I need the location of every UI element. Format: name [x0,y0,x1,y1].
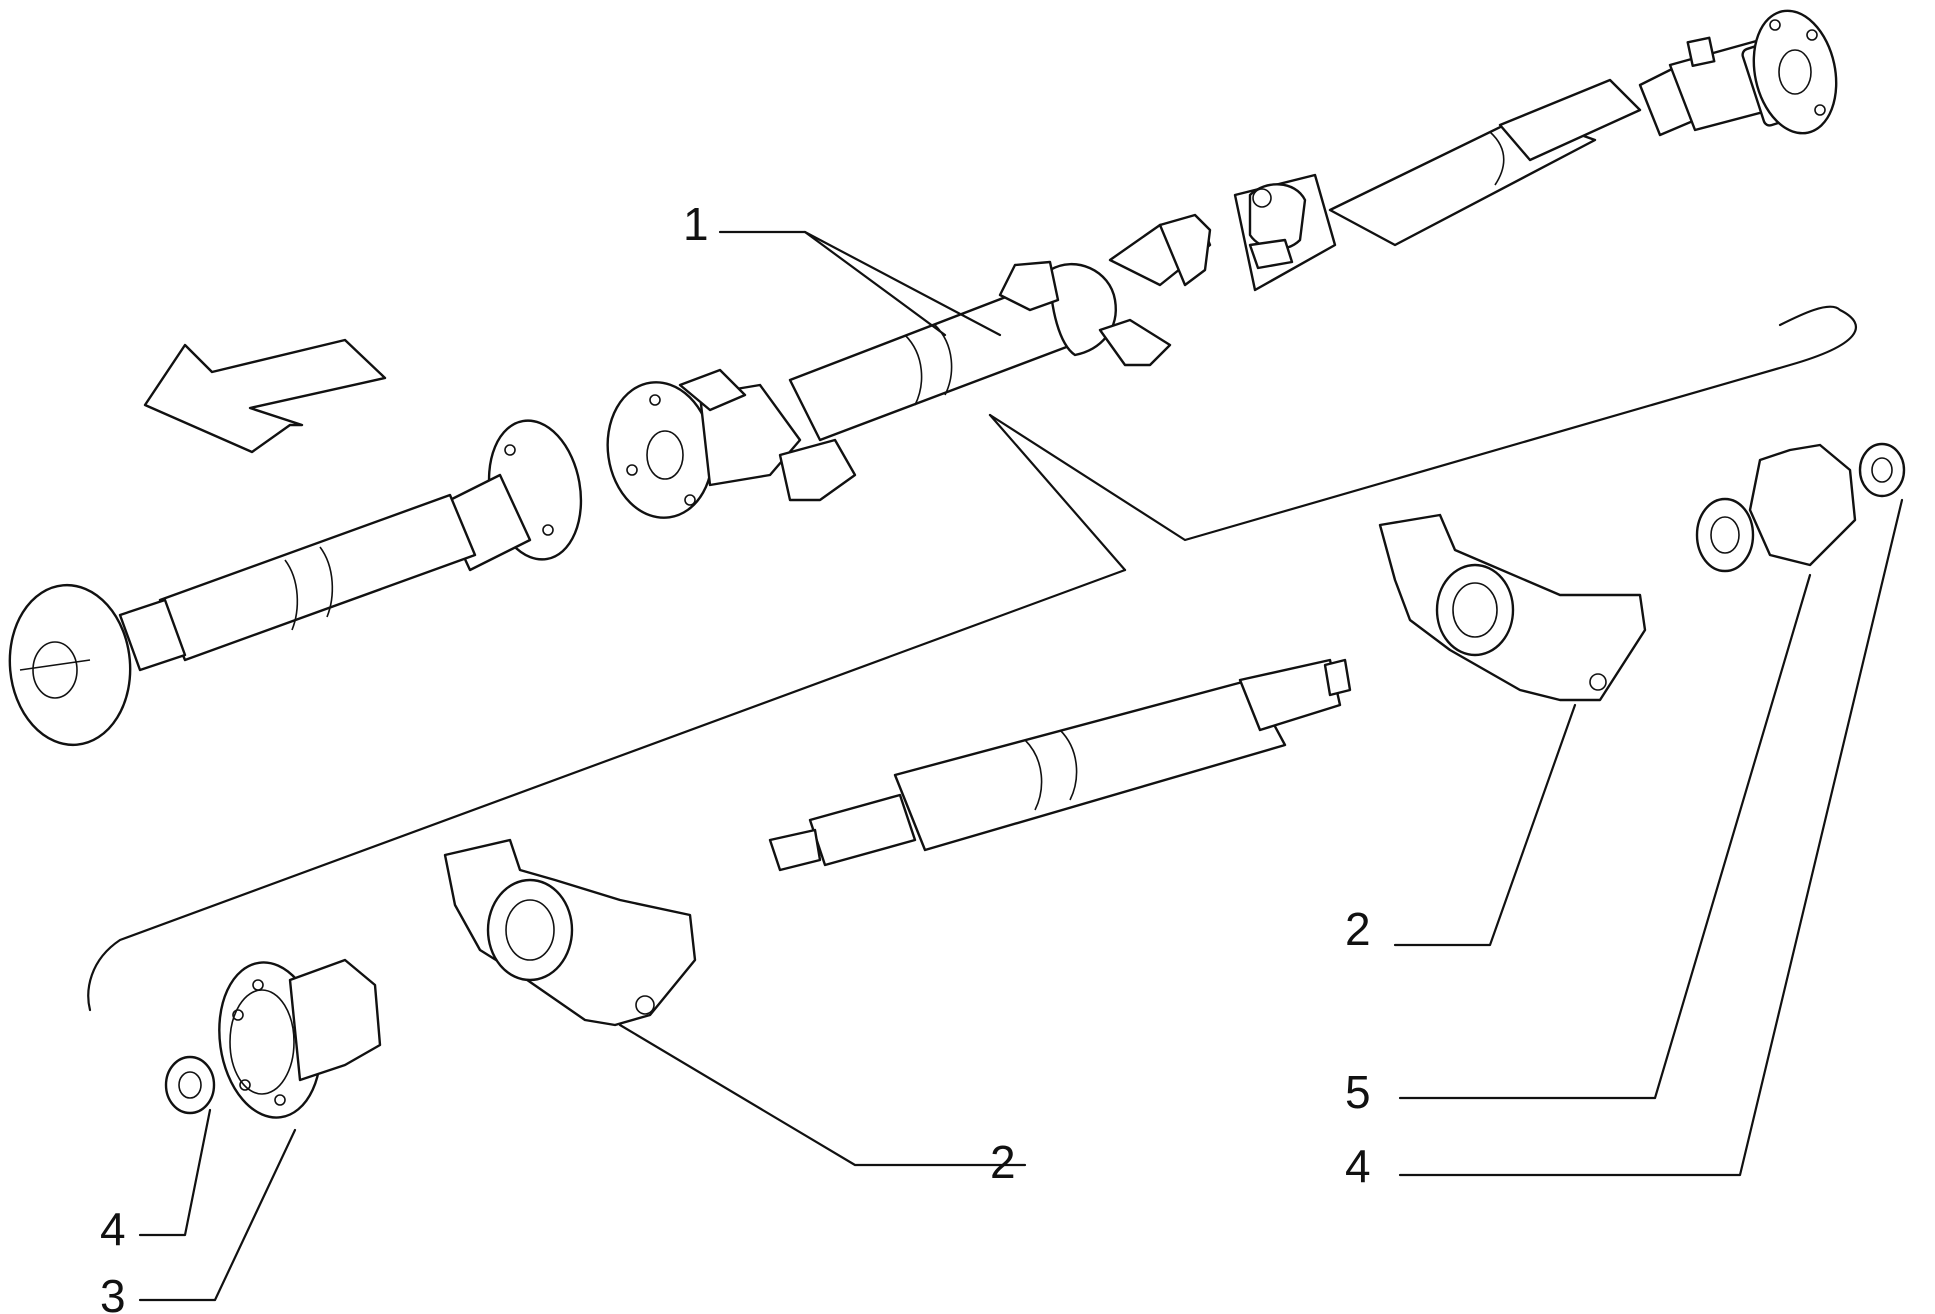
callout-3: 3 [100,1270,126,1314]
direction-arrow-icon [143,338,387,454]
bearing-housing-left [443,838,697,1027]
callout-4-right: 4 [1345,1140,1371,1192]
callout-4-left: 4 [100,1203,126,1255]
callout-1: 1 [683,198,709,250]
callout-5: 5 [1345,1066,1371,1118]
front-flange-assembly [606,368,857,519]
bearing-housing-right [1378,513,1647,702]
center-coupling [1233,173,1337,292]
callout-2-right: 2 [1345,903,1371,955]
rear-shaft-section [1328,9,1838,247]
complete-driveshaft [8,419,583,747]
yoke-part [1695,443,1857,573]
middle-shaft-section [788,213,1212,442]
nut-right [1858,442,1906,498]
callout-2-left: 2 [990,1136,1016,1188]
leader-lines [138,498,1904,1302]
nut-left [164,1055,216,1115]
exploded-shaft [768,658,1352,872]
callout-bracket-1 [87,230,1858,1012]
flange-part [218,958,382,1119]
